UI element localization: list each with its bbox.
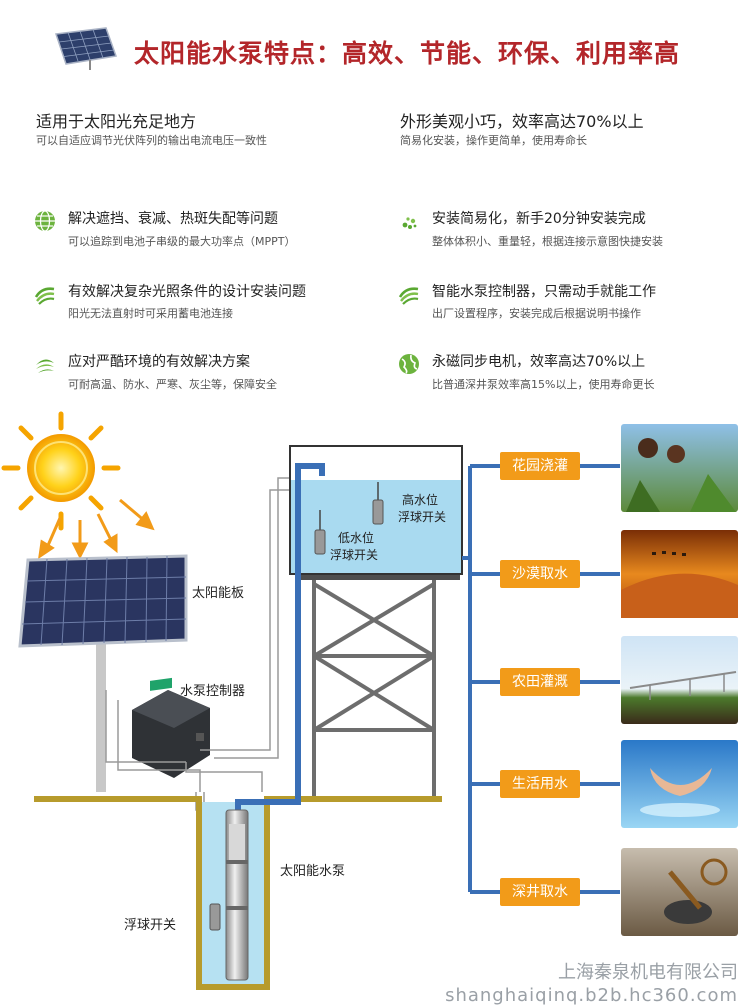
company-name: 上海秦泉机电有限公司 (558, 962, 738, 983)
solar-panel (18, 554, 188, 792)
sprout-icon (402, 217, 417, 229)
submersible-pump (225, 809, 249, 981)
distribution-pipe (462, 464, 620, 894)
app-tag-farm: 农田灌溉 (500, 668, 580, 696)
low-float-icon (314, 529, 326, 555)
pump-controller (132, 677, 210, 778)
swirl-icon (34, 287, 55, 305)
app-tag-domestic: 生活用水 (500, 770, 580, 798)
high-level-line2: 浮球开关 (398, 510, 447, 524)
app-tag-desert: 沙漠取水 (500, 560, 580, 588)
water-tower-frame (312, 574, 436, 796)
float-switch-label: 浮球开关 (124, 918, 177, 933)
app-image-domestic (621, 740, 738, 828)
globe-icon (35, 210, 55, 232)
item-sub: 整体体积小、重量轻，根据连接示意图快捷安装 (432, 235, 663, 248)
controller-label: 水泵控制器 (180, 684, 246, 699)
item-sub: 阳光无法直射时可采用蓄电池连接 (68, 307, 233, 320)
sunlight-arrows (38, 498, 155, 560)
feature-sub-left: 可以自适应调节光伏阵列的输出电流电压一致性 (36, 134, 267, 147)
feature-sub-right: 简易化安装，操作更简单，使用寿命长 (400, 134, 587, 147)
item-title: 智能水泵控制器，只需动手就能工作 (432, 284, 656, 300)
low-level-line2: 浮球开关 (330, 548, 379, 562)
app-image-garden (621, 424, 738, 512)
item-title: 有效解决复杂光照条件的设计安装问题 (68, 284, 306, 300)
app-image-deep-well (621, 848, 738, 936)
globe-icon (399, 354, 419, 374)
system-diagram: 太阳能板 水泵控制器 太阳能水泵 浮球开关 高水位 浮球开关 低水位 浮球开关 … (0, 410, 746, 1008)
diagram-graphics (1, 411, 738, 990)
item-sub: 比普通深井泵效率高15%以上，使用寿命更长 (432, 378, 655, 391)
swirl-icon (398, 287, 419, 305)
well-float-icon (209, 903, 221, 931)
item-sub: 可以追踪到电池子串级的最大功率点（MPPT） (68, 235, 296, 248)
high-float-icon (372, 499, 384, 525)
wave-icon (36, 359, 54, 373)
app-image-farm (621, 636, 738, 724)
item-sub: 可耐高温、防水、严寒、灰尘等，保障安全 (68, 378, 277, 391)
solar-panel-label: 太阳能板 (192, 586, 245, 601)
watermark: shanghaiqinq.b2b.hc360.com (445, 985, 738, 1006)
header: 太阳能水泵特点：高效、节能、环保、利用率高 (0, 0, 746, 90)
item-title: 解决遮挡、衰减、热斑失配等问题 (68, 211, 278, 227)
item-title: 安装简易化，新手20分钟安装完成 (432, 211, 646, 227)
feature-title-right: 外形美观小巧，效率高达70%以上 (400, 112, 644, 131)
app-tag-deep-well: 深井取水 (500, 878, 580, 906)
item-sub: 出厂设置程序，安装完成后根据说明书操作 (432, 307, 641, 320)
app-tag-garden: 花园浇灌 (500, 452, 580, 480)
pump-label: 太阳能水泵 (280, 864, 346, 879)
low-level-line1: 低水位 (338, 531, 375, 545)
low-level-label: 低水位 浮球开关 (330, 530, 378, 564)
page-title: 太阳能水泵特点：高效、节能、环保、利用率高 (134, 39, 681, 68)
high-level-line1: 高水位 (402, 493, 439, 507)
sun-icon (1, 411, 121, 531)
app-image-desert (621, 530, 738, 618)
item-title: 应对严酷环境的有效解决方案 (68, 354, 250, 370)
feature-title-left: 适用于太阳光充足地方 (36, 112, 197, 131)
high-level-label: 高水位 浮球开关 (398, 492, 446, 526)
solar-panel-icon (54, 27, 118, 70)
item-title: 永磁同步电机，效率高达70%以上 (432, 354, 646, 370)
